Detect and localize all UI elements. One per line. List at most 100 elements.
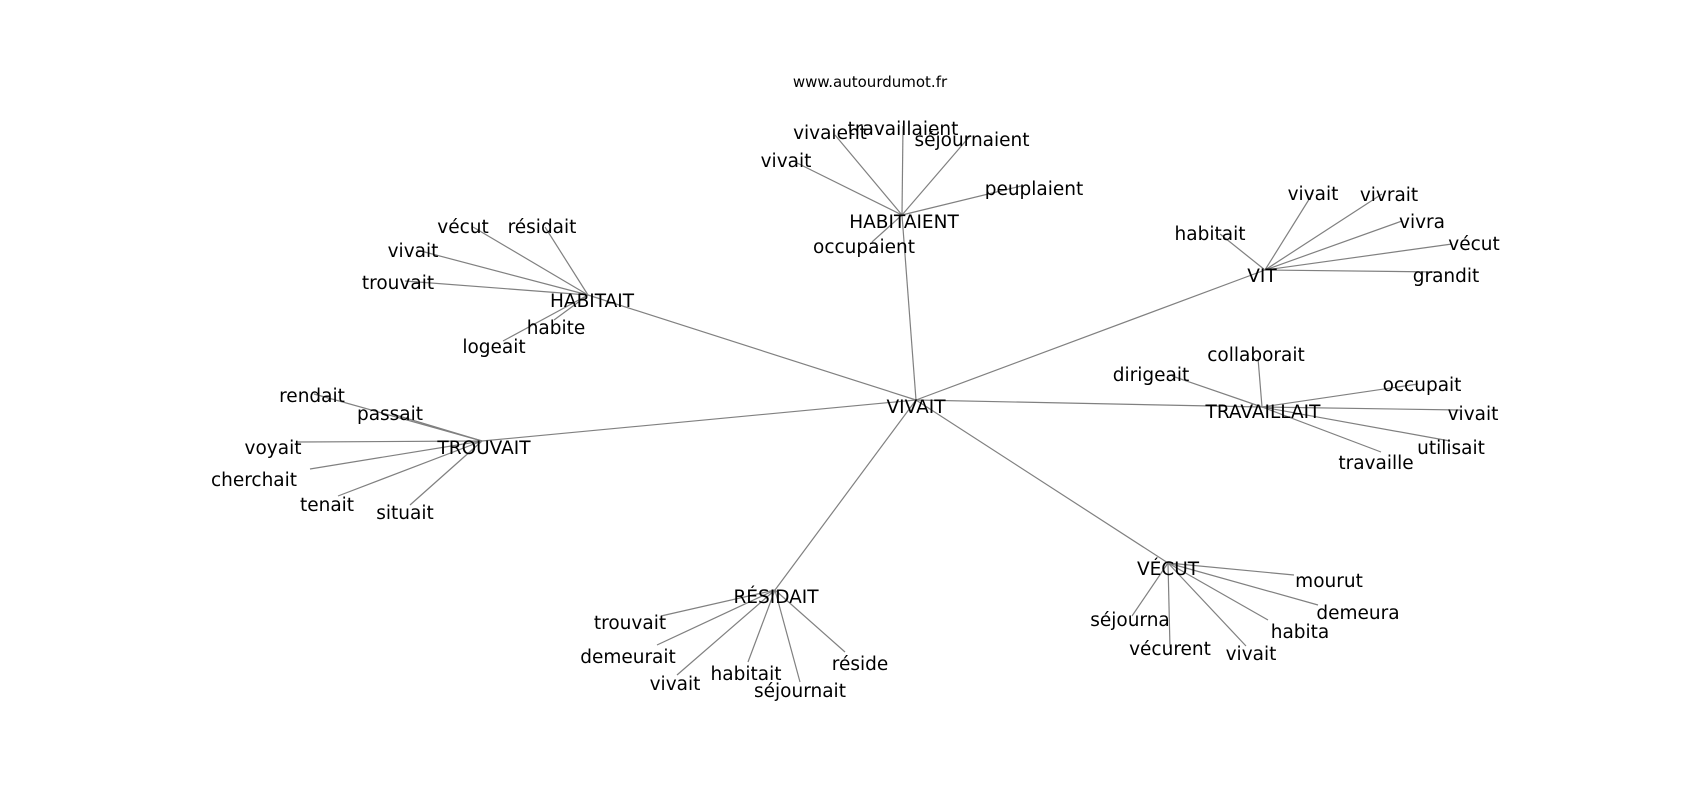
leaf-node-label[interactable]: rendait bbox=[279, 386, 345, 407]
edge-travaillait-leaf bbox=[1171, 375, 1263, 408]
edge-vit-leaf bbox=[1264, 192, 1314, 271]
leaf-node-label[interactable]: demeura bbox=[1316, 603, 1399, 624]
edge-vit-leaf bbox=[1219, 233, 1266, 271]
edge-residait-leaf bbox=[747, 589, 776, 663]
leaf-node-label[interactable]: demeurait bbox=[580, 647, 676, 668]
edge-vecut-leaf bbox=[1167, 562, 1319, 606]
leaf-node-label[interactable]: habitait bbox=[1175, 224, 1246, 245]
edge-travaillait-leaf bbox=[1257, 357, 1263, 408]
edge-travaillait-leaf bbox=[1261, 406, 1451, 442]
leaf-node-label[interactable]: résidait bbox=[508, 217, 577, 238]
leaf-node-label[interactable]: collaborait bbox=[1207, 345, 1305, 366]
leaf-node-label[interactable]: réside bbox=[832, 654, 889, 675]
leaf-node-label[interactable]: séjournait bbox=[754, 681, 846, 702]
edge-habitait-leaf bbox=[544, 226, 589, 296]
edge-habitaient-leaf bbox=[901, 135, 971, 216]
edge-center-vit bbox=[915, 269, 1266, 401]
edge-center-residait bbox=[774, 399, 917, 591]
leaf-node-label[interactable]: séjournaient bbox=[914, 130, 1029, 151]
leaf-node-label[interactable]: logeait bbox=[462, 337, 525, 358]
leaf-node-label[interactable]: habitait bbox=[711, 664, 782, 685]
hub-node-label[interactable]: HABITAIT bbox=[550, 291, 635, 312]
hub-node-label[interactable]: RÉSIDAIT bbox=[733, 586, 819, 608]
hub-node-label[interactable]: TROUVAIT bbox=[436, 438, 531, 459]
leaf-node-label[interactable]: trouvait bbox=[362, 273, 434, 294]
leaf-node-label[interactable]: tenait bbox=[300, 495, 354, 516]
edge-habitaient-leaf bbox=[871, 214, 903, 243]
edge-vit-leaf bbox=[1264, 243, 1453, 271]
edge-habitait-leaf bbox=[553, 294, 589, 321]
leaf-node-label[interactable]: vivait bbox=[761, 151, 812, 172]
hub-node-label[interactable]: VIT bbox=[1247, 266, 1277, 287]
leaf-node-label[interactable]: occupaient bbox=[813, 237, 915, 258]
edge-habitait-leaf bbox=[416, 249, 589, 296]
edge-residait-leaf bbox=[660, 589, 776, 617]
edge-vecut-leaf bbox=[1167, 562, 1269, 621]
leaf-node-label[interactable]: voyait bbox=[245, 438, 302, 459]
leaf-node-label[interactable]: situait bbox=[376, 503, 434, 524]
leaf-node-label[interactable]: habita bbox=[1271, 622, 1330, 643]
leaf-node-label[interactable]: séjourna bbox=[1090, 610, 1170, 631]
leaf-node-label[interactable]: cherchait bbox=[211, 470, 297, 491]
edge-habitaient-leaf bbox=[794, 161, 903, 216]
leaf-node-label[interactable]: vivait bbox=[650, 674, 701, 695]
leaf-node-label[interactable]: vivait bbox=[1226, 644, 1277, 665]
edge-habitaient-leaf bbox=[901, 185, 1022, 216]
leaf-node-label[interactable]: vécut bbox=[1448, 234, 1499, 255]
edge-center-vecut bbox=[915, 399, 1169, 564]
edge-travaillait-leaf bbox=[1261, 383, 1419, 408]
hub-node-label[interactable]: TRAVAILLAIT bbox=[1205, 402, 1322, 423]
source-watermark: www.autourdumot.fr bbox=[793, 73, 948, 91]
edge-center-habitaient bbox=[901, 214, 917, 401]
graph-labels: VIVAITHABITAIENTvivaienttravaillaientséj… bbox=[211, 119, 1500, 702]
leaf-node-label[interactable]: vivait bbox=[1448, 404, 1499, 425]
edge-trouvait-leaf bbox=[309, 440, 483, 470]
center-node-label[interactable]: VIVAIT bbox=[887, 397, 947, 418]
leaf-node-label[interactable]: vivaient bbox=[793, 123, 867, 144]
leaf-node-label[interactable]: utilisait bbox=[1417, 438, 1485, 459]
edge-center-trouvait bbox=[481, 399, 917, 442]
graph-edges bbox=[297, 125, 1461, 683]
edge-vit-leaf bbox=[1264, 269, 1441, 273]
edge-habitaient-leaf bbox=[901, 125, 904, 216]
leaf-node-label[interactable]: occupait bbox=[1383, 375, 1462, 396]
edge-residait-leaf bbox=[676, 589, 776, 676]
leaf-node-label[interactable]: travaillaient bbox=[848, 119, 959, 140]
leaf-node-label[interactable]: travaille bbox=[1338, 453, 1413, 474]
edge-trouvait-leaf bbox=[337, 440, 483, 497]
edge-habitait-leaf bbox=[502, 294, 589, 342]
leaf-node-label[interactable]: peuplaient bbox=[985, 179, 1084, 200]
edge-trouvait-leaf bbox=[409, 440, 483, 506]
edge-center-habitait bbox=[587, 294, 917, 401]
edge-vit-leaf bbox=[1264, 193, 1383, 271]
leaf-node-label[interactable]: vivait bbox=[1288, 184, 1339, 205]
edge-center-travaillait bbox=[915, 399, 1263, 408]
edge-residait-leaf bbox=[774, 589, 846, 653]
leaf-node-label[interactable]: passait bbox=[357, 404, 423, 425]
edge-travaillait-leaf bbox=[1261, 406, 1461, 411]
leaf-node-label[interactable]: vivra bbox=[1399, 212, 1445, 233]
leaf-node-label[interactable]: vécurent bbox=[1129, 639, 1211, 660]
edge-residait-leaf bbox=[656, 589, 776, 646]
leaf-node-label[interactable]: vécut bbox=[437, 217, 488, 238]
edge-habitaient-leaf bbox=[834, 134, 903, 216]
edge-vecut-leaf bbox=[1167, 562, 1247, 647]
leaf-node-label[interactable]: vivrait bbox=[1360, 185, 1418, 206]
edge-trouvait-leaf bbox=[391, 413, 483, 442]
edge-vecut-leaf bbox=[1167, 562, 1295, 576]
edge-habitait-leaf bbox=[472, 226, 589, 296]
edge-travaillait-leaf bbox=[1261, 406, 1382, 453]
leaf-node-label[interactable]: vivait bbox=[388, 241, 439, 262]
leaf-node-label[interactable]: habite bbox=[527, 318, 586, 339]
hub-node-label[interactable]: HABITAIENT bbox=[849, 212, 959, 233]
edge-residait-leaf bbox=[774, 589, 801, 683]
edge-vit-leaf bbox=[1264, 220, 1403, 271]
leaf-node-label[interactable]: mourut bbox=[1295, 571, 1363, 592]
edge-vecut-leaf bbox=[1131, 562, 1169, 617]
leaf-node-label[interactable]: dirigeait bbox=[1113, 365, 1189, 386]
leaf-node-label[interactable]: grandit bbox=[1413, 266, 1480, 287]
leaf-node-label[interactable]: trouvait bbox=[594, 613, 666, 634]
hub-node-label[interactable]: VÉCUT bbox=[1137, 558, 1200, 580]
edge-habitait-leaf bbox=[404, 280, 589, 296]
